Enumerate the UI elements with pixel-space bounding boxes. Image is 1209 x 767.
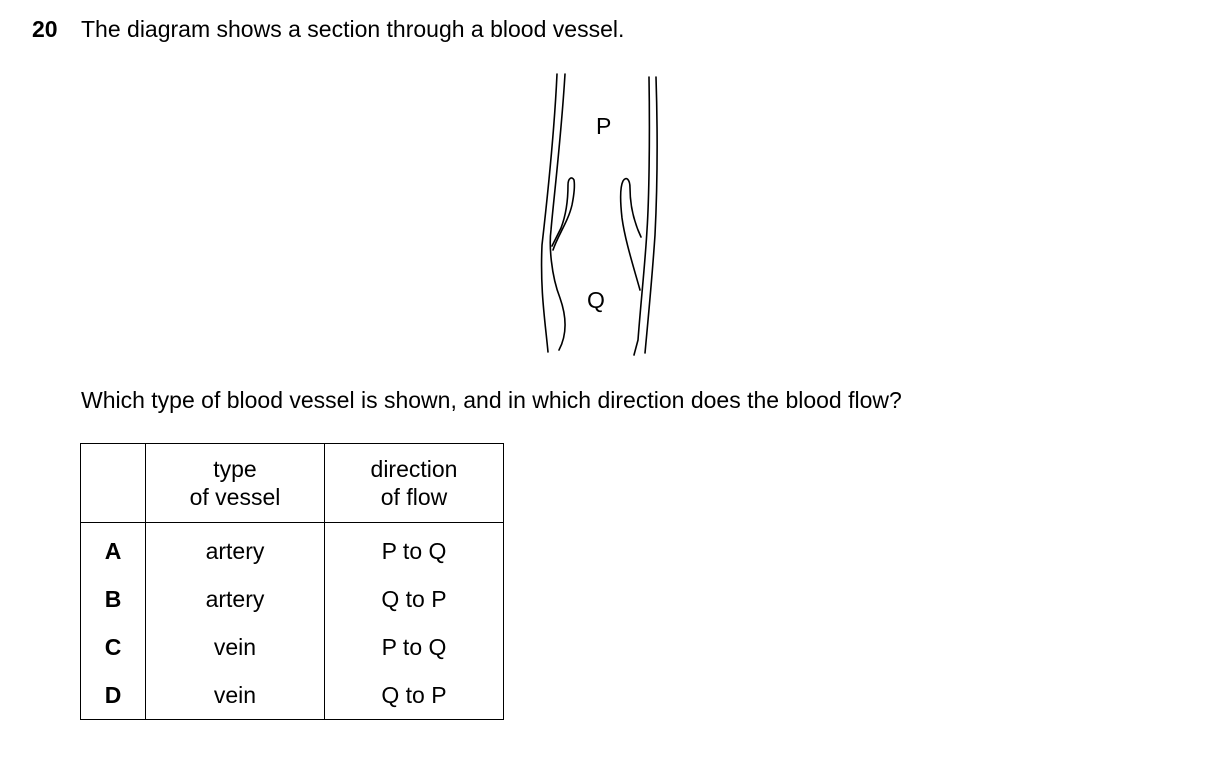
option-row-b[interactable]: B artery Q to P [80,575,504,623]
option-type: artery [145,575,325,623]
header-direction-line1: direction [370,456,458,482]
option-type: artery [145,522,325,575]
question-prompt: Which type of blood vessel is shown, and… [81,387,902,413]
option-direction: Q to P [324,575,504,623]
option-type: vein [145,623,325,671]
header-type-line2: of vessel [189,484,281,510]
vessel-right-outer-wall [644,76,658,354]
label-q: Q [587,287,605,313]
label-p: P [596,113,611,139]
answer-table-header: type of vessel direction of flow [80,443,504,523]
header-type-of-vessel: type of vessel [145,443,325,523]
option-direction: P to Q [324,522,504,575]
option-letter: C [80,623,146,671]
question-number: 20 [32,16,58,42]
valve-flap-right [619,177,642,291]
valve-flap-left [551,177,576,251]
option-direction: P to Q [324,623,504,671]
vessel-left-inner-wall [549,73,566,351]
header-letter [80,443,146,523]
question-stem: The diagram shows a section through a bl… [81,16,625,42]
header-direction-line2: of flow [380,484,448,510]
option-row-c[interactable]: C vein P to Q [80,623,504,671]
header-type-line1: type [213,456,257,482]
option-row-a[interactable]: A artery P to Q [80,522,504,575]
option-letter: B [80,575,146,623]
vessel-left-outer-wall [540,73,558,353]
option-letter: A [80,522,146,575]
answer-table: type of vessel direction of flow A arter… [80,443,504,720]
option-row-d[interactable]: D vein Q to P [80,671,504,720]
vessel-right-inner-wall [633,76,651,356]
option-type: vein [145,671,325,720]
option-direction: Q to P [324,671,504,720]
option-letter: D [80,671,146,720]
header-direction-of-flow: direction of flow [324,443,504,523]
